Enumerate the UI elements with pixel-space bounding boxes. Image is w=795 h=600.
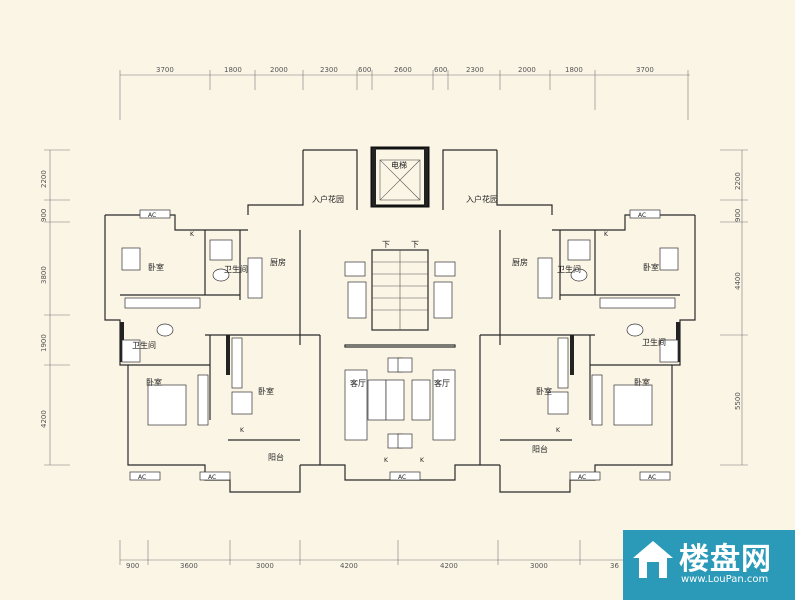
- ac-label-3: AC: [138, 474, 146, 481]
- top-dim-4: 2300: [320, 66, 338, 74]
- top-dim-3: 2000: [270, 66, 288, 74]
- k-label-1: K: [190, 231, 195, 238]
- ac-label-6: AC: [578, 474, 586, 481]
- bottom-dim-3: 3000: [256, 562, 274, 570]
- top-dim-6: 2600: [394, 66, 412, 74]
- left-dim-1: 2200: [40, 170, 48, 188]
- bottom-dim-7: 36: [610, 562, 619, 570]
- k-label-3: K: [240, 427, 245, 434]
- bottom-dim-2: 3600: [180, 562, 198, 570]
- bottom-dimension-line: 900 3600 3000 4200 4200 3000 36: [119, 540, 640, 570]
- loupan-badge: 楼盘网 www.LouPan.com: [623, 530, 795, 600]
- bottom-dim-4: 4200: [340, 562, 358, 570]
- bathroom-left-mid: 卫生间: [132, 340, 156, 350]
- bottom-dim-5: 4200: [440, 562, 458, 570]
- beds: [121, 247, 679, 426]
- ac-units: AC AC AC AC AC AC AC K K K K K K: [129, 209, 671, 481]
- bedroom-left-bottom: 卧室: [146, 377, 162, 387]
- top-dim-7: 600: [434, 66, 447, 74]
- elevator-label: 电梯: [391, 160, 407, 170]
- bathroom-right-mid: 卫生间: [642, 337, 666, 347]
- kitchen-right: 厨房: [512, 257, 528, 267]
- bottom-dim-6: 3000: [530, 562, 548, 570]
- right-dim-2: 900: [734, 209, 742, 222]
- bedroom-right-bottom: 卧室: [634, 377, 650, 387]
- badge-brand-name: 楼盘网: [679, 542, 772, 577]
- top-dim-2: 1800: [224, 66, 242, 74]
- bedroom-left-middle: 卧室: [258, 386, 274, 396]
- top-dim-5: 600: [358, 66, 371, 74]
- living-right-label: 客厅: [434, 378, 450, 388]
- left-dim-3: 3800: [40, 266, 48, 284]
- top-dim-1: 3700: [156, 66, 174, 74]
- garden-right-label: 入户花园: [466, 194, 498, 204]
- right-dim-3: 4400: [734, 272, 742, 290]
- living-furniture: [344, 261, 456, 449]
- bedroom-right-middle: 卧室: [536, 386, 552, 396]
- kitchen-left: 厨房: [270, 257, 286, 267]
- ac-label-1: AC: [148, 212, 156, 219]
- ac-label-7: AC: [648, 474, 656, 481]
- bathroom-fixtures: [121, 239, 679, 363]
- wardrobes: [124, 297, 676, 426]
- top-dim-10: 1800: [565, 66, 583, 74]
- living-left-label: 客厅: [350, 378, 366, 388]
- room-labels: 电梯 入户花园 入户花园 卧室 卧室 卫生间 卫生间 厨房 厨房 卫生间 卫生间…: [132, 160, 666, 462]
- left-dim-4: 1900: [40, 334, 48, 352]
- house-logo-icon: [633, 541, 673, 578]
- k-label-6: K: [420, 457, 425, 464]
- stair-down-label-2: 下: [411, 240, 419, 249]
- bottom-dim-1: 900: [126, 562, 139, 570]
- balcony-right-label: 阳台: [532, 444, 548, 454]
- right-dimension-line: 2200 900 4400 5500: [720, 149, 748, 466]
- stair-down-label: 下: [382, 240, 390, 249]
- ac-label-5: AC: [398, 474, 406, 481]
- garden-left-label: 入户花园: [312, 194, 344, 204]
- left-dim-5: 4200: [40, 410, 48, 428]
- k-label-2: K: [604, 231, 609, 238]
- balcony-left-label: 阳台: [268, 452, 284, 462]
- badge-url: www.LouPan.com: [681, 574, 769, 585]
- top-dimension-line: 3700 1800 2000 2300 600 2600 600 2300 20…: [119, 66, 690, 120]
- left-dimension-line: 2200 900 3800 1900 4200: [40, 149, 70, 466]
- top-dim-11: 3700: [636, 66, 654, 74]
- bedroom-left-top: 卧室: [148, 262, 164, 272]
- left-dim-2: 900: [40, 209, 48, 222]
- right-dim-4: 5500: [734, 392, 742, 410]
- right-dim-1: 2200: [734, 172, 742, 190]
- bathroom-right-top: 卫生间: [557, 264, 581, 274]
- k-label-4: K: [556, 427, 561, 434]
- bedroom-right-top: 卧室: [643, 262, 659, 272]
- top-dim-9: 2000: [518, 66, 536, 74]
- ac-label-2: AC: [638, 212, 646, 219]
- bathroom-left-top: 卫生间: [224, 264, 248, 274]
- ac-label-4: AC: [208, 474, 216, 481]
- top-dim-8: 2300: [466, 66, 484, 74]
- k-label-5: K: [384, 457, 389, 464]
